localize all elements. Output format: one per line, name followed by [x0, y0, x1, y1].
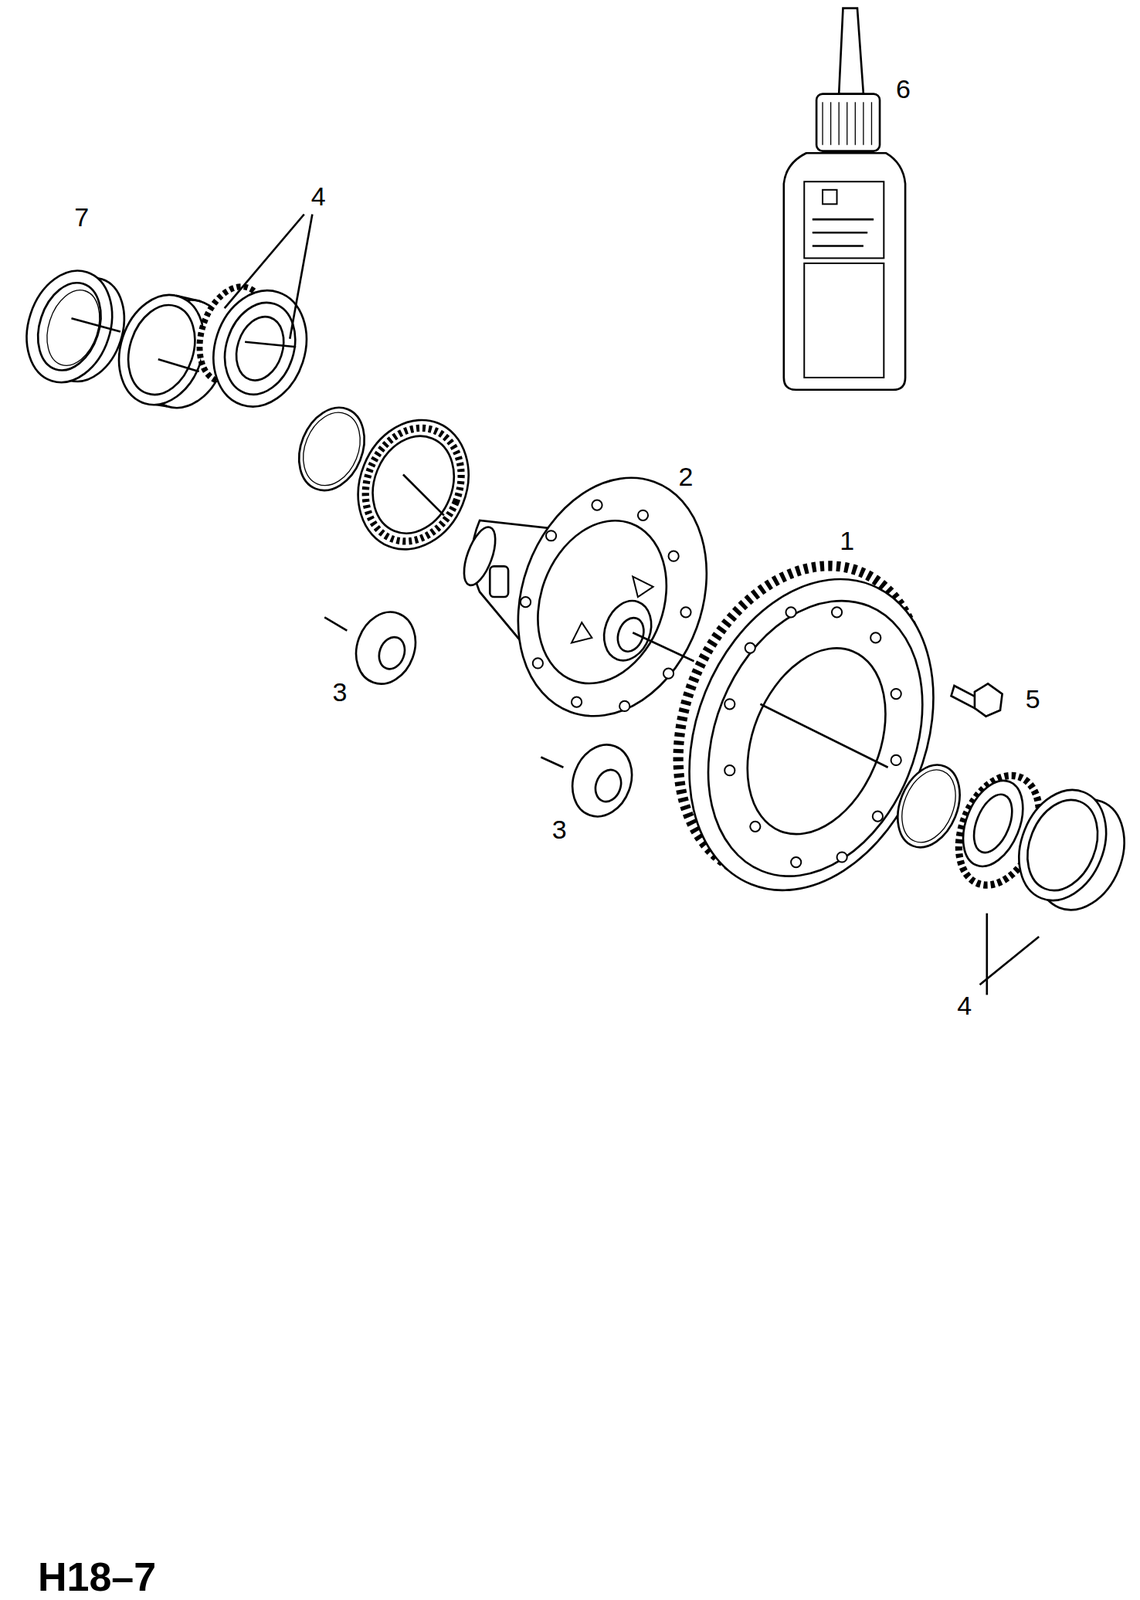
callout-number: 6 — [895, 75, 911, 102]
ring-gear — [631, 529, 981, 927]
callout-number: 1 — [839, 527, 855, 554]
fluid-bottle — [783, 8, 906, 391]
figure-code: H18–7 — [37, 1557, 157, 1598]
bearing-cup — [1002, 776, 1140, 923]
callout-number: 7 — [74, 203, 89, 231]
callout-number: 2 — [678, 463, 694, 490]
leader-lines — [71, 214, 1039, 996]
sensor-ring — [339, 403, 488, 567]
callout-number: 4 — [311, 183, 326, 210]
thrust-washer — [346, 603, 425, 693]
taper-roller-bearing — [183, 273, 322, 419]
callout-number: 5 — [1025, 685, 1041, 713]
thrust-washer — [563, 736, 642, 826]
callout-number: 3 — [552, 816, 567, 843]
oil-seal — [13, 259, 138, 397]
callout-number: 3 — [332, 678, 348, 706]
bolt — [951, 683, 1003, 716]
callout-number: 4 — [956, 992, 972, 1019]
